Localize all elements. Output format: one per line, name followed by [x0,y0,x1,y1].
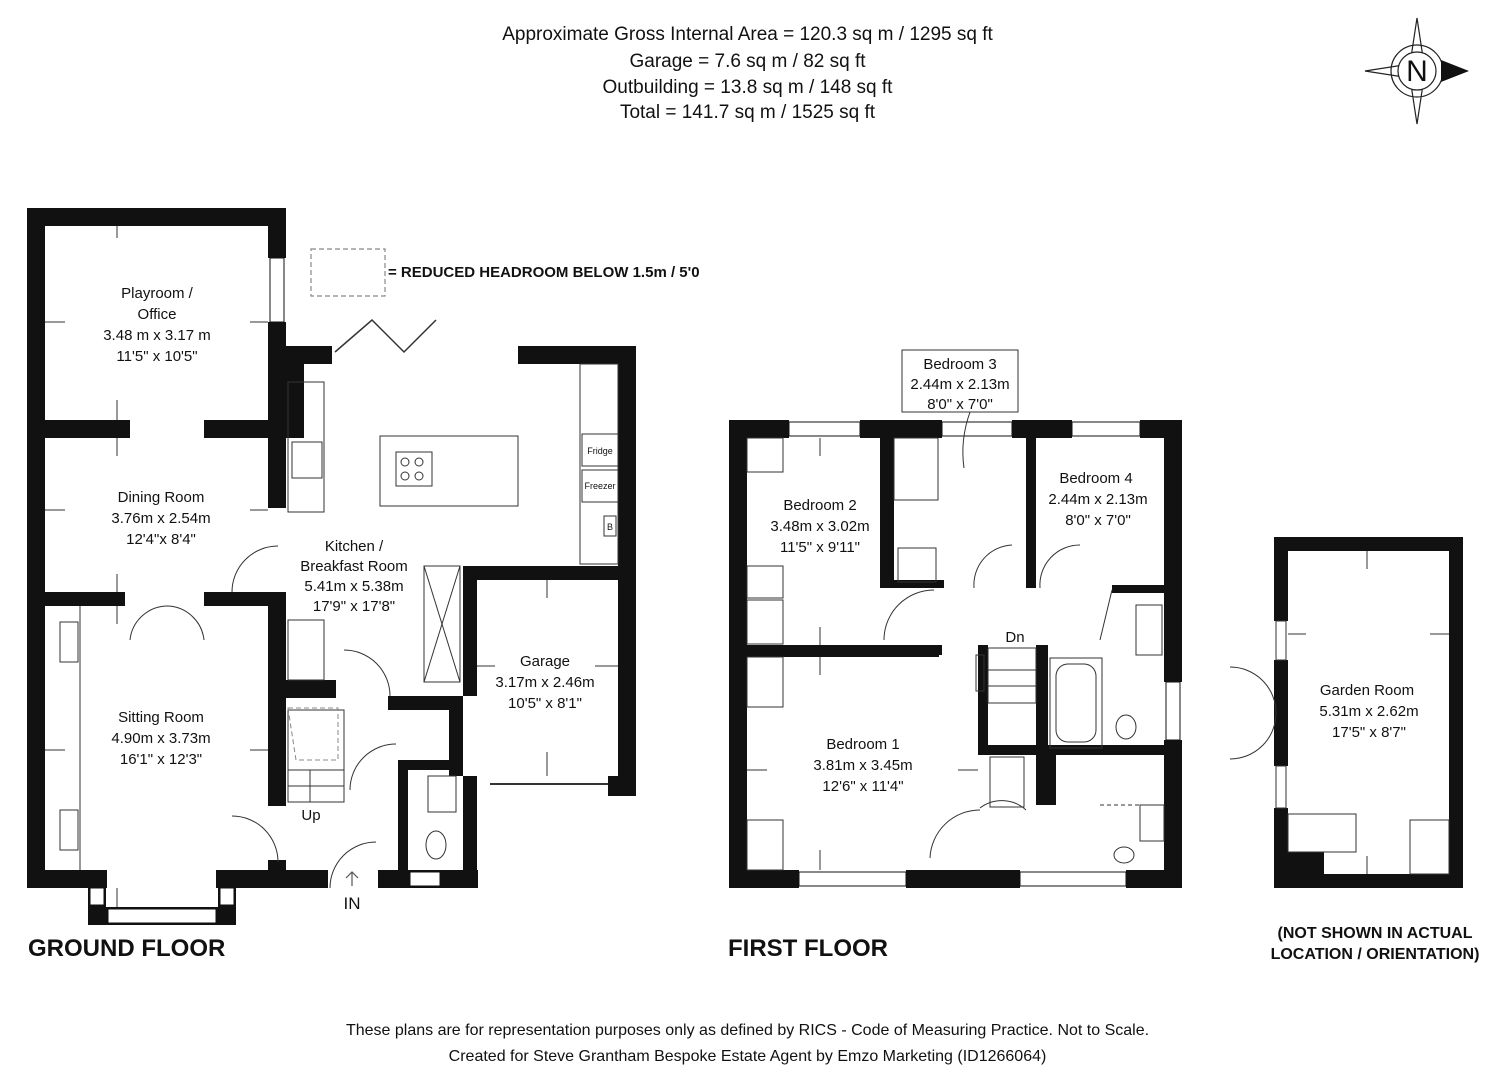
dimension-arrows [45,226,1449,907]
garden-room-fixtures [1229,620,1450,875]
outbuilding-note-1: (NOT SHOWN IN ACTUAL [1277,925,1473,942]
garage-metric: 3.17m x 2.46m [495,674,594,691]
garden-room-metric: 5.31m x 2.62m [1319,703,1418,720]
dining-metric: 3.76m x 2.54m [111,510,210,527]
dining-name: Dining Room [118,489,205,506]
garage-imperial: 10'5" x 8'1" [508,695,582,712]
ground-floor-fixtures [59,318,619,889]
reduced-headroom-area [287,707,339,761]
sitting-imperial: 16'1" x 12'3" [120,751,202,768]
gross-internal-area-text: Approximate Gross Internal Area = 120.3 … [502,24,993,45]
garden-room-name: Garden Room [1320,682,1414,699]
bedroom3-label-box [901,349,1019,413]
playroom-imperial: 11'5" x 10'5" [116,348,197,365]
first-floor-fixtures [746,437,1165,871]
disclaimer-text: These plans are for representation purpo… [345,1022,1150,1039]
first-floor-walls [729,420,1182,888]
bedroom2-name: Bedroom 2 [783,497,856,514]
stairs-up-label: Up [301,807,320,824]
stairs-down-label: Dn [1005,629,1024,646]
ground-floor-windows [89,257,441,924]
north-compass-icon: N [1364,17,1469,125]
fridge-label: Fridge [587,446,613,456]
bedroom2-imperial: 11'5" x 9'11" [780,539,860,556]
ground-floor-walls [27,208,636,925]
credit-text: Created for Steve Grantham Bespoke Estat… [448,1048,1047,1065]
garage-area-text: Garage = 7.6 sq m / 82 sq ft [629,51,866,72]
boiler-label: B [607,522,613,532]
playroom-name-1: Playroom / [121,285,194,302]
garden-room-imperial: 17'5" x 8'7" [1332,724,1406,741]
first-floor-windows [788,421,1181,887]
garden-room-walls [1274,537,1463,888]
dining-imperial: 12'4"x 8'4" [126,531,196,548]
sitting-metric: 4.90m x 3.73m [111,730,210,747]
bedroom2-metric: 3.48m x 3.02m [770,518,869,535]
bedroom4-imperial: 8'0" x 7'0" [1065,512,1131,529]
freezer-label: Freezer [584,481,615,491]
kitchen-metric: 5.41m x 5.38m [304,578,403,595]
playroom-name-2: Office [138,306,177,323]
reduced-headroom-legend-swatch [310,248,386,297]
playroom-metric: 3.48 m x 3.17 m [103,327,211,344]
sitting-name: Sitting Room [118,709,204,726]
kitchen-name-1: Kitchen / [325,538,384,555]
bedroom1-imperial: 12'6" x 11'4" [822,778,903,795]
bedroom4-metric: 2.44m x 2.13m [1048,491,1147,508]
bedroom3-metric: 2.44m x 2.13m [910,376,1009,393]
reduced-headroom-legend-text: = REDUCED HEADROOM BELOW 1.5m / 5'0 [388,264,700,281]
outbuilding-area-text: Outbuilding = 13.8 sq m / 148 sq ft [602,77,893,98]
compass-label: N [1406,55,1428,88]
kitchen-name-2: Breakfast Room [300,558,408,575]
first-floor-title: FIRST FLOOR [728,935,888,962]
outbuilding-note-2: LOCATION / ORIENTATION) [1270,946,1480,963]
bedroom3-name: Bedroom 3 [923,356,996,373]
bedroom1-name: Bedroom 1 [826,736,899,753]
kitchen-imperial: 17'9" x 17'8" [313,598,395,615]
bedroom3-pointer [962,411,971,469]
bedroom4-name: Bedroom 4 [1059,470,1132,487]
entrance-arrow-icon [345,871,359,886]
garage-name: Garage [520,653,570,670]
entrance-label: IN [344,894,361,913]
bedroom1-metric: 3.81m x 3.45m [813,757,912,774]
total-area-text: Total = 141.7 sq m / 1525 sq ft [619,102,876,123]
ground-floor-title: GROUND FLOOR [28,935,226,962]
bedroom3-imperial: 8'0" x 7'0" [927,396,993,413]
